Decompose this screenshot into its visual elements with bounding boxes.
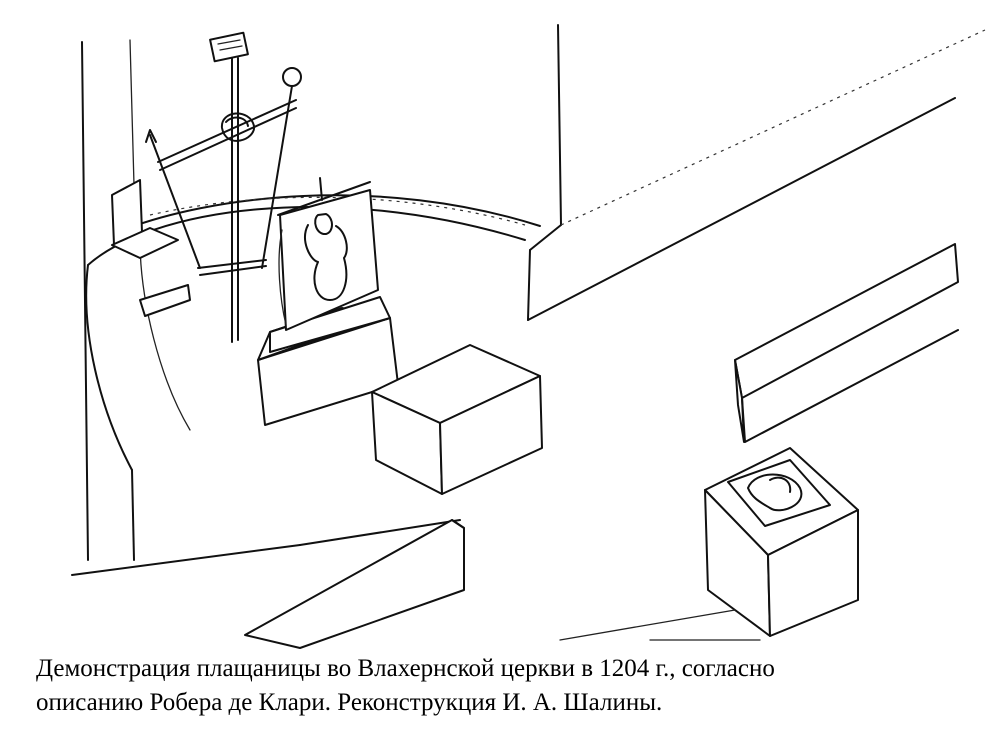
left-wall (81, 39, 135, 561)
suspension-frame (145, 31, 302, 343)
lower-wall-block (244, 519, 465, 649)
reconstruction-drawing (71, 24, 986, 649)
right-bench (734, 243, 959, 443)
icon-pedestal (704, 447, 859, 637)
central-box (371, 344, 543, 495)
caption-line-2: описанию Робера де Клари. Реконструкция … (36, 689, 663, 716)
floor-lines-right (559, 609, 761, 641)
figure-caption: Демонстрация плащаницы во Влахернской це… (36, 652, 986, 720)
caption-line-1: Демонстрация плащаницы во Влахернской це… (36, 655, 775, 682)
shroud-stand (257, 177, 399, 426)
floor-edge (71, 519, 461, 576)
wall-pier (527, 24, 986, 321)
seat (111, 179, 191, 317)
